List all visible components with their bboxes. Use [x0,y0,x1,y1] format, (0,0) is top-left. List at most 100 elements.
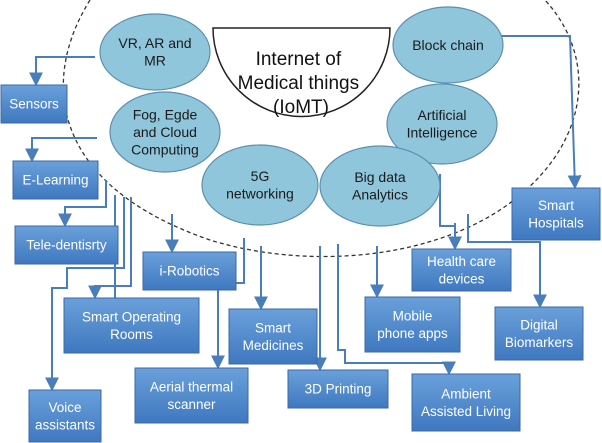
app-box-tele-dentistry: Tele-dentisrty [14,225,119,265]
app-label: Tele-dentisrty [26,238,107,253]
tech-ellipse [99,13,211,91]
connector-line [58,180,107,228]
app-box-rect [494,306,584,361]
app-box-rect [411,248,512,292]
app-label-line: Tele-dentisrty [26,238,107,253]
app-label-line: i-Robotics [159,264,219,279]
connector-line [488,35,582,190]
hub-title-line-3: (IoMT) [273,97,329,118]
app-box-e-learning: E-Learning [12,160,99,200]
hub-title-line-1: Internet of [256,49,342,70]
app-box-rect [228,308,318,365]
app-box-rect [12,160,99,200]
app-label-line: assistants [35,418,95,433]
app-box-voice-assistants: Voice assistants [28,389,102,443]
connector-line [337,244,456,376]
app-box-rect [134,367,249,424]
app-label-line: devices [439,272,485,287]
tech-5g: 5G networking [201,144,319,226]
app-label-line: Health care [427,254,496,269]
tech-label: Block chain [412,37,484,53]
connector-line [29,56,95,87]
tech-label-line: Computing [131,141,199,157]
app-box-rect [63,297,200,354]
app-box-rect [142,251,237,291]
tech-label-line: Fog, Egde [133,106,198,122]
app-label-line: Ambient [441,386,491,401]
app-box-3d-printing: 3D Printing [287,369,389,409]
tech-label-line: Intelligence [407,125,478,141]
app-label-line: Rooms [110,327,153,342]
tech-label-line: VR, AR and [118,35,191,51]
tech-label: 5G networking [226,168,294,202]
connector-line [467,214,547,309]
app-label-line: Sensors [9,97,59,112]
tech-ellipse [201,144,319,226]
tech-label-line: 5G [251,168,270,184]
app-label-line: 3D Printing [305,382,372,397]
app-label-line: Voice [48,400,81,415]
tech-label-line: Analytics [352,187,408,203]
app-box-rect [364,296,461,353]
tech-label-line: and Cloud [133,124,197,140]
app-label: 3D Printing [305,382,372,397]
app-box-rect [287,369,389,409]
app-label-line: Smart Operating [82,309,181,324]
app-label-line: Assisted Living [421,404,511,419]
tech-ellipse [109,91,221,173]
hub-semicircle [212,27,391,118]
app-label: Voice assistants [35,400,95,433]
hub-title-line-2: Medical things [238,73,359,94]
tech-ellipse [392,6,504,84]
hub-title: Internet of Medical things (IoMT) [238,49,365,118]
app-box-rect [511,187,601,241]
tech-label-line: MR [144,53,166,69]
app-label: Mobile phone apps [377,308,448,341]
app-box-rect [14,225,119,265]
iomt-dashed-boundary [62,0,580,258]
app-box-sensors: Sensors [0,84,68,124]
app-label: Sensors [9,97,59,112]
tech-ellipse [386,83,498,165]
app-label-line: Smart [255,320,291,335]
tech-label-line: Big data [354,169,406,185]
app-label-line: Mobile [393,308,433,323]
app-box-rect [411,373,521,432]
app-label-line: E-Learning [22,173,88,188]
connector-line [45,197,125,392]
app-label: E-Learning [22,173,88,188]
connector-line [25,137,97,163]
app-label-line: Smart [538,198,574,213]
tech-label-line: Artificial [417,107,466,123]
app-box-i-robotics: i-Robotics [142,251,237,291]
app-label: i-Robotics [159,264,219,279]
app-label-line: Aerial thermal [150,379,233,394]
tech-blockchain: Block chain [392,6,504,84]
app-box-rect [28,389,102,443]
connector-line [88,197,132,300]
tech-label-line: networking [226,186,294,202]
app-label-line: phone apps [377,326,448,341]
app-label-line: Biomarkers [505,335,574,350]
app-label-line: Hospitals [528,216,584,231]
